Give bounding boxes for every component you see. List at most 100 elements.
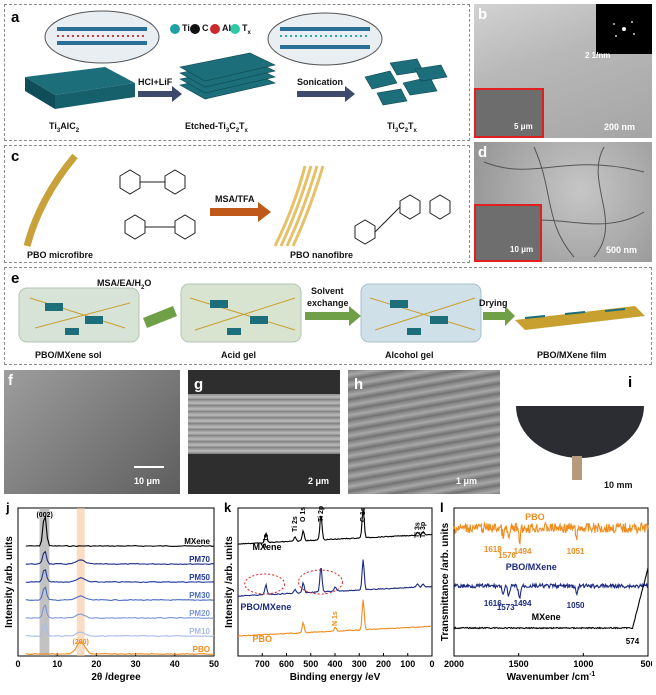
series-pbo-line <box>25 641 214 655</box>
inset-scale-b: 5 μm <box>514 122 533 131</box>
sem-inset-d <box>474 204 542 262</box>
arrow-msa-tfa <box>210 202 271 222</box>
annotation-pbo-1618: 1618 <box>484 545 502 554</box>
pbo-microfibre <box>23 153 78 247</box>
max-block <box>25 67 135 95</box>
label-pbo-nanofibre: PBO nanofibre <box>290 250 354 260</box>
panel-i: i 10 mm <box>508 370 652 494</box>
series-label-mxene: MXene <box>532 612 561 622</box>
annotation-o-1s: O 1s <box>300 507 307 522</box>
x-tick-label: 0 <box>15 659 20 669</box>
step-solvent: Solvent <box>311 286 344 296</box>
film-illustration <box>515 306 645 330</box>
scale-d: 500 nm <box>606 245 638 255</box>
series-pm50-line <box>25 569 215 583</box>
x-tick-label: 50 <box>209 659 219 669</box>
arrow-e-2 <box>305 306 361 326</box>
series-pbo-mxene-line <box>453 582 649 600</box>
legend-ti-dot <box>170 24 180 34</box>
annotation-pm-1616: 1616 <box>484 599 502 608</box>
series-label-mxene: MXene <box>184 537 210 546</box>
label-pbo-microfibre: PBO microfibre <box>27 250 94 260</box>
highlight-ti2p <box>297 569 343 595</box>
series-label-pbo-mxene: PBO/MXene <box>240 602 291 612</box>
annotation-n-1s: N 1s <box>332 611 339 626</box>
panel-f: f 10 μm <box>4 370 180 494</box>
step-msa-ea-h2o: MSA/EA/H2O <box>97 278 152 291</box>
annotation-f-1s: F 1s <box>263 534 270 548</box>
x-tick-label: 0 <box>429 659 434 669</box>
label-sol: PBO/MXene sol <box>35 350 102 360</box>
scale-f: 10 μm <box>134 476 161 486</box>
highlight-f1s <box>244 573 286 595</box>
panel-c: c MSA/TFA PBO microfibre PBO nanofibre <box>4 145 470 263</box>
label-mxene: Ti3C2Tx <box>387 121 417 134</box>
series-pbo-mxene-line <box>237 559 433 597</box>
series-label-pm10: PM10 <box>189 627 210 636</box>
fft-scale: 2 1/nm <box>585 51 611 60</box>
x-tick-label: 600 <box>279 659 294 669</box>
y-axis-label: Transmittance /arb. units <box>440 522 451 641</box>
panel-e-illustration <box>18 283 645 343</box>
annotation-002: (002) <box>36 512 52 519</box>
annotation-pbo-1576: 1576 <box>498 551 516 560</box>
series-pm30-line <box>25 586 215 601</box>
x-tick-label: 1000 <box>573 659 593 669</box>
etched-stack <box>179 52 276 100</box>
series-pbo-line <box>453 521 649 545</box>
peak-band-002 <box>39 508 50 656</box>
legend-al: Al <box>222 23 231 33</box>
annotation-mxene-574: 574 <box>626 637 640 646</box>
sem-inset-b <box>474 88 544 138</box>
x-tick-label: 500 <box>640 659 652 669</box>
x-tick-label: 20 <box>91 659 101 669</box>
panel-h-label: h <box>354 376 364 393</box>
panel-c-label: c <box>11 148 20 165</box>
panel-e-label: e <box>11 270 20 287</box>
x-axis-label: Wavenumber /cm-1 <box>507 671 596 683</box>
x-tick-label: 100 <box>400 659 415 669</box>
scalebar-f <box>134 466 164 468</box>
panel-d: 10 μm d 500 nm <box>474 142 652 262</box>
crystal-lattice-right <box>280 27 370 49</box>
legend-c: C <box>202 23 209 33</box>
y-axis-label: Intensity /arb. units <box>4 536 15 628</box>
panel-a-label: a <box>11 9 20 26</box>
annotation-pm-1050: 1050 <box>567 601 585 610</box>
x-tick-label: 10 <box>52 659 62 669</box>
x-axis-label: Binding energy /eV <box>290 672 381 683</box>
annotation-pm-1494: 1494 <box>514 599 532 608</box>
series-pm70-line <box>25 550 215 565</box>
panel-l: l200015001000500Wavenumber /cm-1Transmit… <box>438 500 656 690</box>
series-mxene-line <box>237 508 433 545</box>
x-tick-label: 200 <box>376 659 391 669</box>
annotation-ti-3s: Ti 3s <box>414 522 421 538</box>
x-tick-label: 700 <box>255 659 270 669</box>
legend-tx: Tx <box>242 23 251 36</box>
peak-band-200 <box>76 508 85 656</box>
series-label-pm50: PM50 <box>189 573 210 582</box>
film-cross-section <box>188 394 340 454</box>
x-tick-label: 2000 <box>444 659 464 669</box>
step-sonication: Sonication <box>297 77 344 87</box>
step-msa-tfa: MSA/TFA <box>215 194 255 204</box>
series-mxene-line <box>453 567 649 630</box>
arrow-e-3 <box>483 306 515 326</box>
panel-a-illustration <box>25 10 448 109</box>
label-acid-gel: Acid gel <box>221 350 257 360</box>
annotation-pbo-1051: 1051 <box>567 547 585 556</box>
scale-b: 200 nm <box>604 122 636 132</box>
x-tick-label: 1500 <box>509 659 529 669</box>
scale-h: 1 μm <box>456 476 478 486</box>
label-etched: Etched-Ti3C2Tx <box>185 121 248 134</box>
film-photo <box>516 406 644 480</box>
panel-g: g 2 μm <box>188 370 340 494</box>
plot-frame <box>453 507 649 657</box>
nanofibre-network <box>483 146 645 258</box>
series-label-pm70: PM70 <box>189 555 210 564</box>
crystal-lattice-left <box>57 27 147 45</box>
panel-b-label: b <box>478 6 488 23</box>
